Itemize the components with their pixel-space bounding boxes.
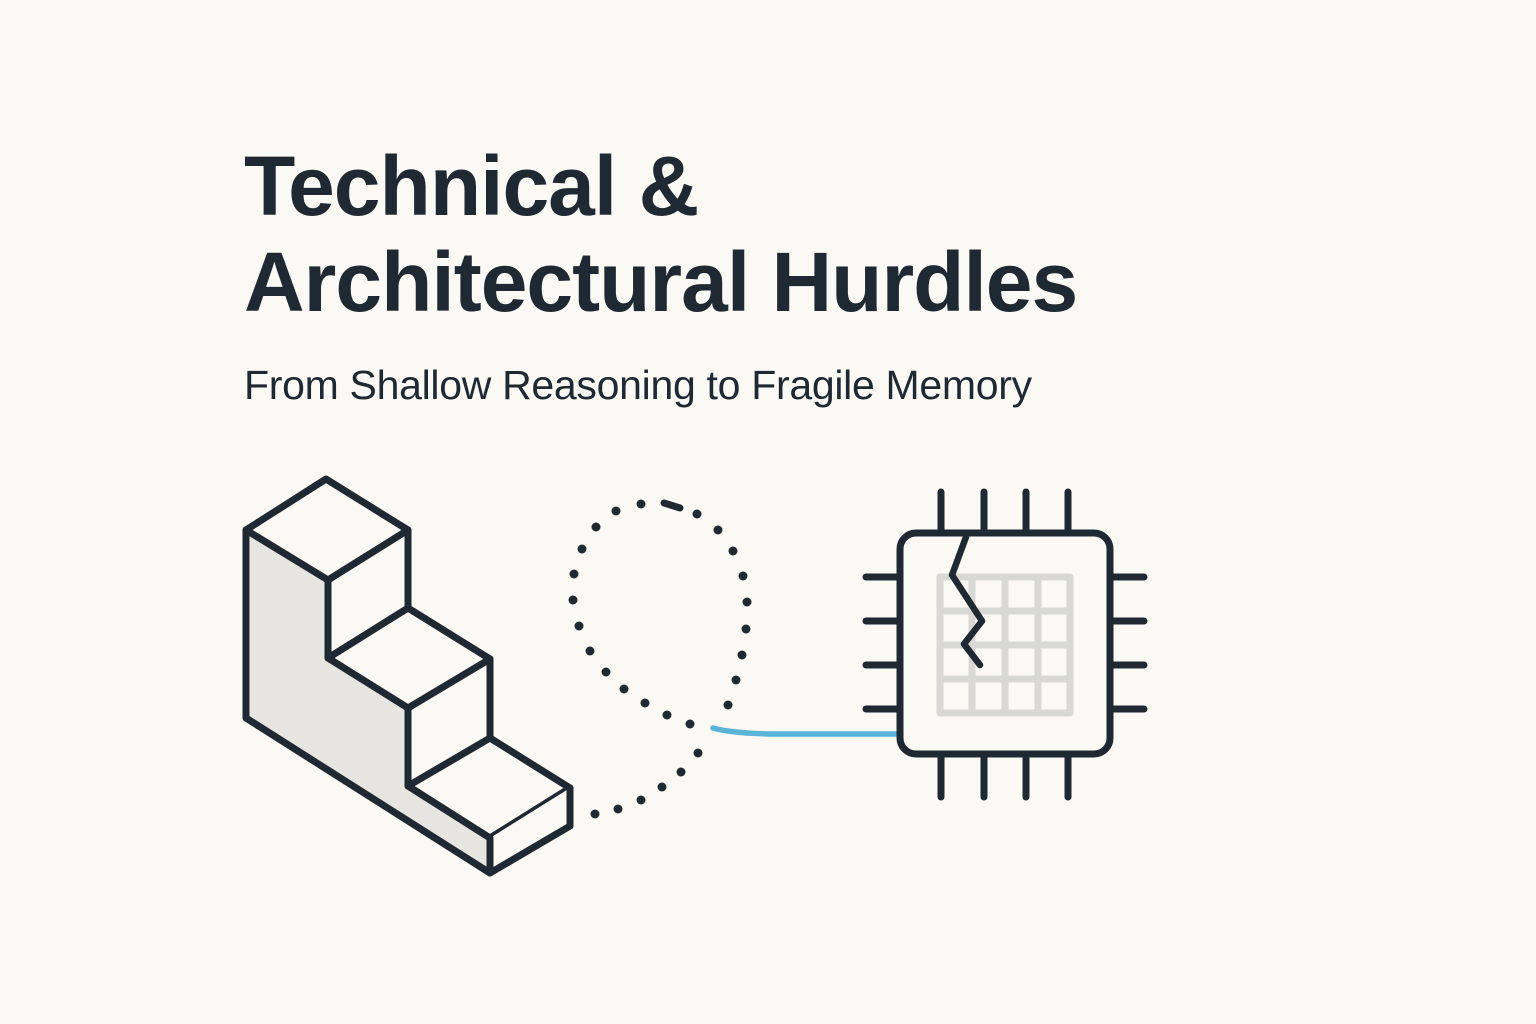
title-line-1: Technical &: [244, 139, 699, 233]
dotted-loop-path-icon: [568, 499, 752, 819]
connector-line: [710, 725, 901, 737]
isometric-staircase-icon: [242, 475, 574, 877]
page-title: Technical & Architectural Hurdles: [244, 138, 1244, 330]
title-line-2: Architectural Hurdles: [244, 235, 1078, 329]
page-subtitle: From Shallow Reasoning to Fragile Memory: [244, 362, 1032, 408]
cracked-memory-chip-icon: [862, 488, 1148, 801]
memory-grid: [936, 573, 1074, 717]
